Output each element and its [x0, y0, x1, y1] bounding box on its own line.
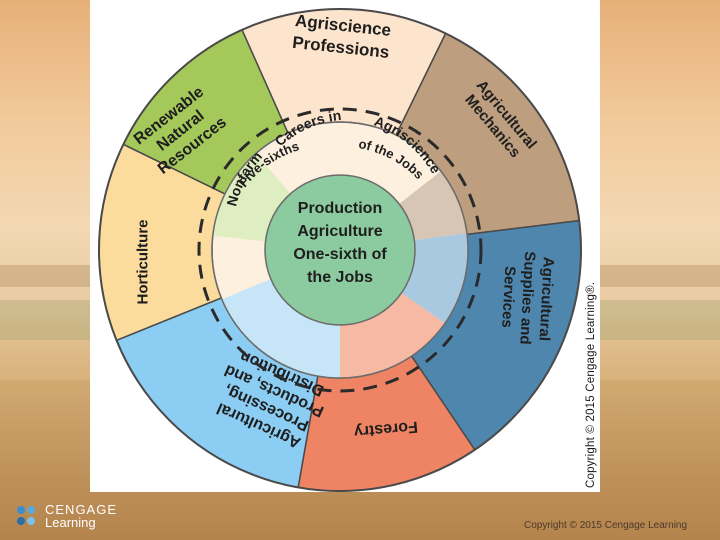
center-line-1: Production — [298, 200, 382, 217]
center-line-4: the Jobs — [307, 269, 373, 286]
center-circle — [264, 174, 416, 326]
outer-outline — [98, 8, 582, 492]
image-credit: Copyright © 2015 Cengage Learning®. — [585, 281, 597, 488]
logo-brand-text: CENGAGE — [45, 502, 118, 517]
logo-learning-text: Learning — [45, 515, 96, 530]
dashed-boundary — [197, 107, 483, 393]
footer-copyright: Copyright © 2015 Cengage Learning — [524, 520, 688, 531]
segment-label-line: Supplies and — [516, 251, 538, 345]
segment-label-line: Forestry — [353, 418, 418, 441]
cengage-logo-icon — [17, 506, 35, 525]
segment-label-3: AgriculturalSupplies andServices — [497, 250, 557, 346]
segment-label-line: Agricultural — [536, 256, 557, 341]
segment-label-line: Horticulture — [134, 219, 151, 304]
segment-label-4: Forestry — [353, 418, 418, 441]
center-line-3: One-sixth of — [293, 246, 387, 263]
center-line-2: Agriculture — [297, 223, 382, 240]
segment-label-6: Horticulture — [134, 219, 151, 304]
segment-label-line: Services — [498, 266, 518, 329]
cengage-logo: CENGAGE Learning — [12, 500, 142, 534]
agriscience-careers-wheel: AgriscienceProfessionsAgriculturalMechan… — [98, 8, 582, 492]
